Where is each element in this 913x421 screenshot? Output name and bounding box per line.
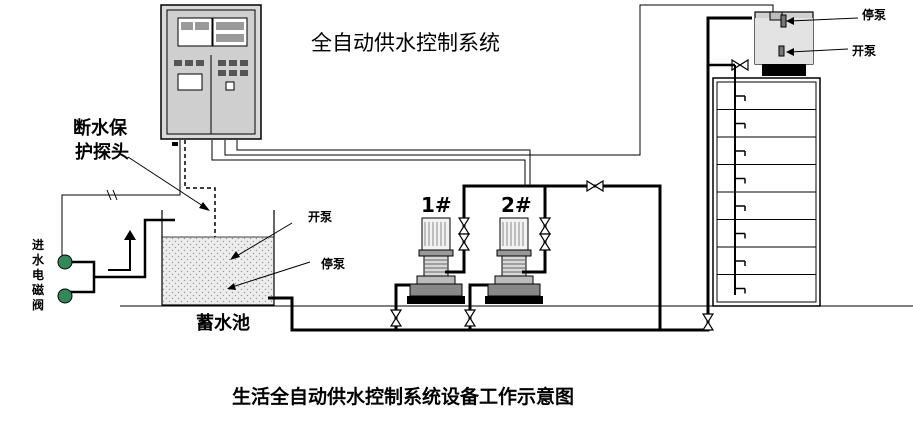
svg-text:电: 电: [32, 267, 44, 282]
roof-stop-sensor: [780, 14, 787, 28]
diagram-caption: 生活全自动供水控制系统设备工作示意图: [232, 385, 574, 408]
roof-start-sensor: [778, 45, 785, 57]
inlet-valve-label: 进 水 电 磁 阀: [31, 237, 45, 312]
inlet-solenoid-valve-top: [57, 254, 73, 270]
discharge-pipe: [445, 16, 752, 332]
svg-text:阀: 阀: [32, 298, 44, 312]
gate-valve-1: [457, 233, 471, 251]
building-floors: [717, 95, 816, 294]
pump1-label: 1#: [421, 193, 452, 217]
control-wires: [61, 4, 774, 260]
annotation-arrow-heads: [199, 17, 794, 290]
pump-1: [407, 217, 465, 304]
gate-valve-2: [538, 233, 552, 251]
start-pump-label-tank: 开泵: [308, 210, 332, 224]
pump2-label: 2#: [501, 193, 532, 217]
inlet-solenoid-valve-bottom: [57, 288, 73, 304]
check-valve-2: [538, 217, 552, 235]
flow-arrow: [108, 238, 131, 271]
flow-arrow-head: [124, 230, 136, 240]
suction-pipe: [268, 283, 662, 332]
suction-valve-1: [389, 309, 403, 327]
check-valve-1: [457, 217, 471, 235]
control-cabinet: [160, 4, 262, 146]
stop-pump-label-tank: 停泵: [321, 256, 345, 271]
probe-label-line1: 断水保: [73, 117, 128, 139]
valves: [389, 58, 749, 331]
probe-label-line2: 护探头: [75, 141, 129, 163]
system-title: 全自动供水控制系统: [311, 31, 500, 55]
main-valve: [586, 179, 604, 193]
svg-text:进: 进: [32, 237, 44, 252]
building: [708, 63, 821, 307]
pump-2: [485, 217, 543, 304]
stop-pump-label-roof: 停泵: [862, 7, 886, 22]
suction-valve-2: [463, 309, 477, 327]
reservoir-tank: [161, 210, 275, 306]
svg-text:水: 水: [32, 252, 45, 267]
probe-cable: [184, 140, 216, 268]
inlet-pipe: [62, 218, 175, 294]
reservoir-label: 蓄水池: [196, 312, 250, 334]
riser-valve: [701, 313, 715, 331]
roof-tank: [754, 11, 814, 76]
svg-text:磁: 磁: [31, 282, 44, 297]
annotation-arrows: [127, 17, 859, 288]
start-pump-label-roof: 开泵: [852, 44, 876, 58]
